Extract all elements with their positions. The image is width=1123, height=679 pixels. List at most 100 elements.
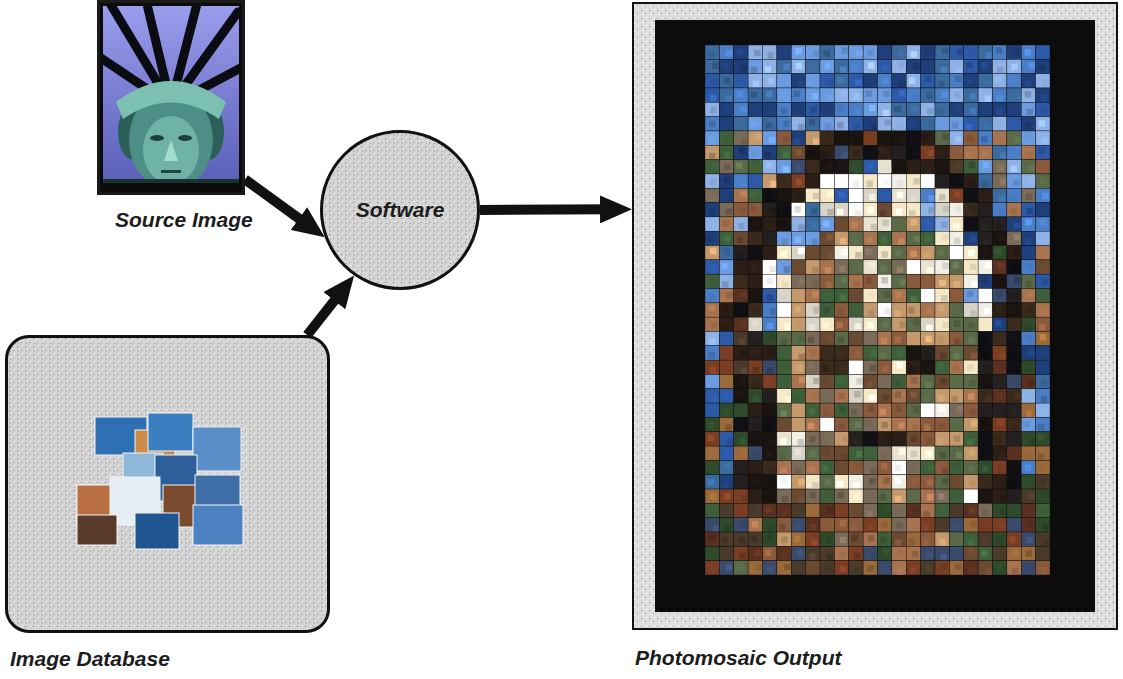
tile-photo [777,246,791,260]
mosaic-tile [820,131,834,145]
mosaic-tile [806,346,820,360]
mosaic-tile [763,331,777,345]
mosaic-tile [921,59,935,73]
tile-photo [906,331,920,345]
tile-detail [851,409,857,415]
mosaic-tile [863,231,877,245]
tile-detail [839,406,845,412]
tile-detail [750,181,756,187]
tile-photo [964,360,978,374]
tile-photo [777,403,791,417]
tile-detail [897,267,903,273]
tile-photo [849,389,863,403]
tile-detail [865,248,871,254]
tile-photo [993,317,1007,331]
tile-photo [806,145,820,159]
tile-photo [763,131,777,145]
mosaic-tile [777,59,791,73]
tile-detail [712,379,718,385]
tile-detail [895,167,901,173]
tile-detail [981,291,987,297]
tile-photo [806,289,820,303]
mosaic-tile [906,260,920,274]
tile-detail [955,105,961,111]
tile-photo [806,117,820,131]
tile-photo [993,389,1007,403]
tile-detail [1025,281,1031,287]
tile-photo [791,88,805,102]
tile-photo [993,303,1007,317]
tile-detail [722,393,728,399]
mosaic-tile [1036,117,1050,131]
mosaic-tile [806,88,820,102]
mosaic-tile [863,289,877,303]
tile-detail [943,206,949,212]
tile-photo [791,203,805,217]
tile-photo [748,88,762,102]
mosaic-tile [820,45,834,59]
tile-photo [892,303,906,317]
tile-detail [966,152,972,158]
tile-detail [740,181,746,187]
mosaic-tile [834,45,848,59]
mosaic-tile [734,331,748,345]
mosaic-tile [863,203,877,217]
tile-photo [863,317,877,331]
mosaic-tile [777,317,791,331]
tile-detail [709,294,715,300]
tile-detail [1011,64,1017,70]
mosaic-tile [921,289,935,303]
tile-detail [981,420,987,426]
tile-photo [949,217,963,231]
tile-photo [892,188,906,202]
tile-detail [840,238,846,244]
mosaic-tile [849,160,863,174]
mosaic-tile [949,403,963,417]
tile-photo [777,317,791,331]
mosaic-tile [892,131,906,145]
tile-detail [938,149,944,155]
tile-detail [826,133,832,139]
mosaic-tile [1021,145,1035,159]
tile-photo [892,289,906,303]
mosaic-tile [777,303,791,317]
tile-detail [884,194,890,200]
mosaic-tile [719,417,733,431]
mosaic-tile [719,231,733,245]
tile-detail [938,305,944,311]
tile-detail [881,338,887,344]
tile-photo [863,174,877,188]
mosaic-tile [748,403,762,417]
tile-photo [719,45,733,59]
tile-detail [708,51,714,57]
mosaic-tile [806,389,820,403]
tile-detail [723,139,729,145]
tile-detail [711,322,717,328]
tile-detail [982,338,988,344]
tile-photo [949,231,963,245]
mosaic-tile [935,274,949,288]
tile-photo [1021,203,1035,217]
tile-photo [1036,389,1050,403]
mosaic-tile [863,59,877,73]
tile-detail [822,322,828,328]
tile-photo [935,417,949,431]
tile-detail [724,235,730,241]
tile-photo [892,145,906,159]
tile-photo [777,274,791,288]
tile-photo [719,389,733,403]
tile-detail [996,291,1002,297]
mosaic-tile [748,432,762,446]
mosaic-tile [1036,174,1050,188]
tile-photo [834,59,848,73]
mosaic-tile [763,203,777,217]
mosaic-tile [791,45,805,59]
tile-photo [791,360,805,374]
tile-detail [782,282,788,288]
tile-photo [878,88,892,102]
tile-photo [763,246,777,260]
tile-detail [841,91,847,97]
mosaic-tile [978,59,992,73]
tile-photo [820,289,834,303]
tile-photo [935,188,949,202]
